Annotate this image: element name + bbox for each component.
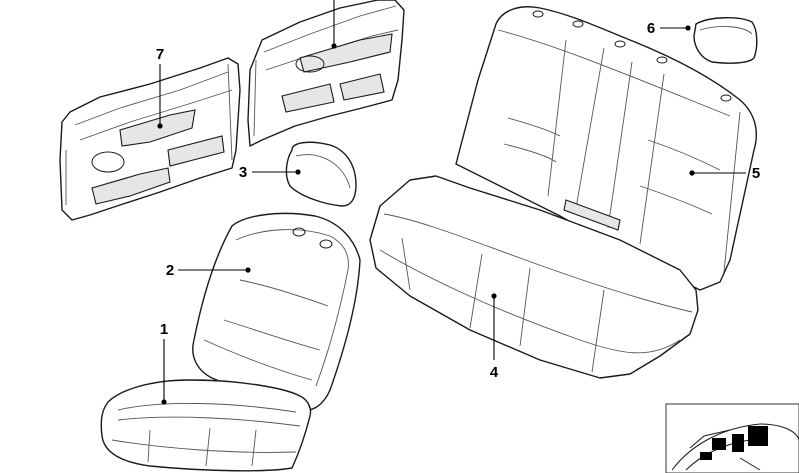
front-door-trim-panel [59,57,241,221]
callout-2: 2 [166,262,251,279]
front-seat-cushion [100,379,312,472]
front-headrest [285,141,357,207]
callout-4: 4 [490,293,499,381]
rear-door-trim-panel [247,0,405,147]
front-seat-highlight-icon [712,438,726,450]
callout-1: 1 [160,321,168,405]
callout-3-label: 3 [239,164,247,181]
rear-seat-cushion [369,175,699,379]
callout-7: 7 [156,46,164,129]
callout-rear-door-leader [331,0,337,49]
door-panel-highlight-icon [700,452,712,460]
rear-seat-highlight-icon [748,426,768,446]
callout-6-label: 6 [647,20,655,37]
callout-3: 3 [239,164,301,181]
callout-1-label: 1 [160,321,168,338]
callout-2-label: 2 [166,262,174,279]
front-seat-back-highlight-icon [732,434,744,452]
callout-6: 6 [647,20,691,37]
callout-5-label: 5 [752,165,760,182]
rear-seat-backrest [455,6,758,291]
callout-5: 5 [689,165,760,182]
vehicle-locator-inset [665,403,799,473]
callout-4-label: 4 [490,364,499,381]
rear-headrest [693,17,758,64]
front-seat-backrest [192,212,361,412]
callout-7-label: 7 [156,46,164,63]
